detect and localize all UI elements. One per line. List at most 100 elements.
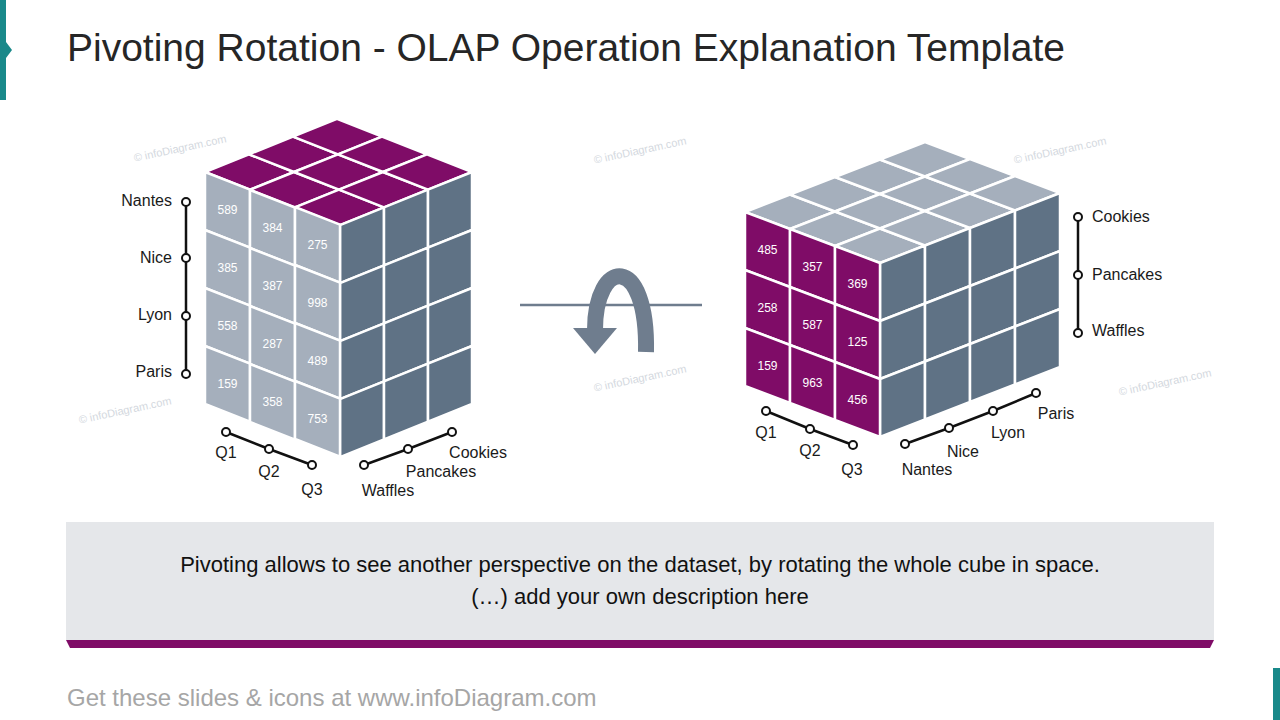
cell-face [745,328,790,403]
cell-value: 489 [307,354,327,368]
axis-label: Nice [140,249,172,267]
axis-label: Paris [136,363,172,381]
axis-dot [182,370,190,378]
axis-label: Cookies [1092,208,1150,226]
cell-face [205,346,250,422]
footer-text: Get these slides & icons at www.infoDiag… [67,684,597,712]
cell-value: 275 [307,238,327,252]
axis-dot [1074,213,1082,221]
cell-value: 558 [217,319,237,333]
cube-side-cell [340,381,384,457]
axis-dot [308,461,316,469]
cube-side-cell [970,327,1015,403]
axis-label: Cookies [449,444,507,462]
axis-label: Q2 [799,442,820,460]
cell-value: 287 [262,337,282,351]
axis-label: Pancakes [406,463,476,481]
cell-face [790,345,835,420]
axis-dot [806,425,814,433]
axis-dot [448,428,456,436]
axes [182,198,1082,469]
cube-cell: 358 [250,364,295,440]
cell-value: 963 [802,376,822,390]
axis-label: Lyon [991,424,1025,442]
axis-dot [762,407,770,415]
axis-line [364,432,452,465]
cube-side-cell [880,362,925,438]
cube-side-cell [925,344,970,420]
cube-side-cell-group [340,172,472,457]
cell-face [295,381,340,457]
axis-label: Q1 [755,424,776,442]
axis-dot [1074,329,1082,337]
watermark: © infoDiagram.com [593,134,688,165]
axis-dot [404,445,412,453]
axis-label: Nantes [902,461,953,479]
axis-dot [182,254,190,262]
cell-value: 998 [307,296,327,310]
axis-dot [360,461,368,469]
axis-label: Lyon [138,306,172,324]
cell-value: 753 [307,412,327,426]
caption-text: Pivoting allows to see another perspecti… [180,549,1100,581]
axis-dot [989,407,997,415]
axis-line [905,393,1036,444]
cube-cell: 753 [295,381,340,457]
cell-face [250,364,295,440]
cell-value: 485 [757,243,777,257]
rotation-arrowhead [573,328,617,354]
axis-dot [182,312,190,320]
axis-label: Q1 [215,444,236,462]
axis-dot [1074,271,1082,279]
cell-value: 357 [802,260,822,274]
axis-label: Q3 [841,461,862,479]
axis-dot [945,424,953,432]
axis-label: Nice [947,443,979,461]
cube-side-cell [1015,309,1060,385]
cube-side-cell-group [880,193,1060,437]
axis-dot [901,440,909,448]
axis-dot [222,428,230,436]
cell-value: 385 [217,261,237,275]
axis-label: Paris [1038,405,1074,423]
caption-strip [66,640,1214,648]
cell-value: 159 [757,359,777,373]
cell-value: 384 [262,221,282,235]
cell-value: 387 [262,279,282,293]
cell-value: 456 [847,393,867,407]
cube-side-cell [384,364,428,440]
rotation-axis [520,304,702,307]
cell-value: 587 [802,318,822,332]
cell-value: 369 [847,277,867,291]
axis-dot [265,445,273,453]
cell-value: 358 [262,395,282,409]
cell-face [835,362,880,437]
watermark: © infoDiagram.com [593,362,688,393]
axis-label: Waffles [362,482,414,500]
cube-cell: 456 [835,362,880,437]
axis-dot [182,198,190,206]
accent-bar [0,0,6,100]
cell-value: 258 [757,301,777,315]
axis-label: Q2 [258,463,279,481]
cube-cell: 963 [790,345,835,420]
cell-value: 159 [217,377,237,391]
cell-value: 125 [847,335,867,349]
watermark: © infoDiagram.com [1118,366,1213,397]
axis-label: Pancakes [1092,266,1162,284]
cell-value: 589 [217,203,237,217]
cube-cell: 159 [745,328,790,403]
axis-label: Nantes [121,192,172,210]
axis-dot [1032,389,1040,397]
accent-notch [6,42,12,58]
axis-label: Q3 [301,481,322,499]
slide-title: Pivoting Rotation - OLAP Operation Expla… [67,26,1065,70]
axis-line [185,202,188,374]
axis-dot [849,441,857,449]
watermark: © infoDiagram.com [78,394,173,425]
watermark: © infoDiagram.com [133,132,228,163]
watermark: © infoDiagram.com [1013,134,1108,165]
axis-label: Waffles [1092,322,1144,340]
cube-side-cell [428,346,472,422]
accent-bar [1273,668,1280,720]
